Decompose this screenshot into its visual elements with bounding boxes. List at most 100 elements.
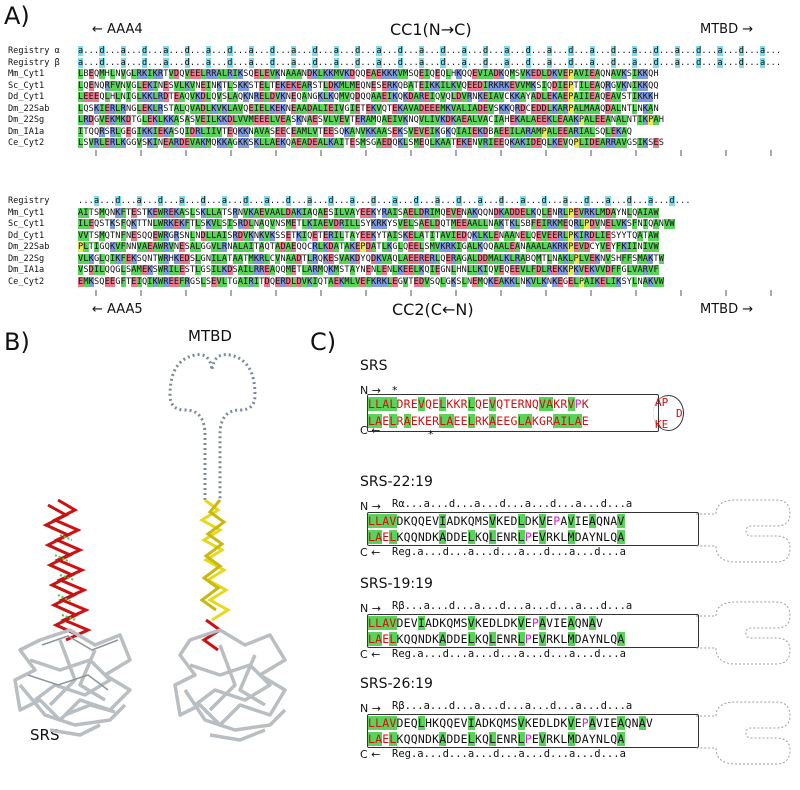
construct-top-seq: LLAVDEVIADKQMSVKEDLDKVEPAVIEAQNAV bbox=[368, 616, 604, 630]
tick-row-2 bbox=[95, 290, 772, 296]
construct-n-terminus: N → bbox=[360, 602, 381, 615]
construct-title: SRS-26:19 bbox=[360, 676, 433, 692]
srs-protein-right bbox=[173, 628, 287, 742]
aaa5-label: ← AAA5 bbox=[92, 302, 143, 317]
alignment-row: Dm_IA1a ITQQRSRLGEGIKKIEKASQIDRLIIVTEQKKN… bbox=[8, 126, 781, 139]
srs-loop-outline bbox=[653, 395, 684, 431]
helix-base-red bbox=[201, 618, 223, 652]
sequence-name: Registry bbox=[8, 196, 50, 206]
srs-top-seq: LLALDREVQELKKRLQEVQTERNQVAKRVPK bbox=[368, 397, 589, 411]
sequence-residues: LBEQMHLNVGLRKIKRTVDQVEELRRALRIKSQELEVKNA… bbox=[78, 69, 659, 79]
sequence-name: Dd_Cyt1 bbox=[8, 92, 45, 102]
mtbd-outline-icon bbox=[696, 601, 791, 665]
mtbd-outline-icon bbox=[696, 701, 791, 765]
alignment-row: Ce_Cyt2 LSVRLERLKGGVSKINEARDEVAKMQKKAGKKS… bbox=[8, 138, 781, 150]
sequence-name: Dm_22Sg bbox=[8, 253, 45, 264]
salt-bridges bbox=[54, 534, 77, 621]
n-label: N bbox=[360, 602, 369, 615]
construct-box bbox=[367, 714, 699, 748]
tick-row-1 bbox=[95, 150, 772, 156]
sequence-name: Dd_Cyt1 bbox=[8, 230, 45, 241]
aaa4-label: ← AAA4 bbox=[92, 22, 143, 37]
panel-a-label: A) bbox=[4, 2, 30, 30]
srs-bottom-seq: LAELRAEKERLAEELRKAEEGLAKGRAILAE bbox=[368, 414, 589, 428]
sequence-name: Registry α bbox=[8, 46, 60, 56]
sequence-residues: ...a...d...a...d...a...d...a...d...a...d… bbox=[78, 196, 691, 206]
construct-registry-bottom: Reg.a...d...a...d...a...d...a...d...a bbox=[392, 648, 626, 660]
sequence-name: Dm_22Sab bbox=[8, 242, 50, 252]
srs-loop-bottom: KE bbox=[655, 418, 669, 431]
construct-registry-bottom: Reg.a...d...a...d...a...d...a...d...a bbox=[392, 748, 626, 760]
alignment-row: Ce_Cyt2 EMKSQEEGFTEIQIKWREEFRGSLSEVLTGAIR… bbox=[8, 276, 691, 289]
sequence-name: Ce_Cyt2 bbox=[8, 138, 45, 148]
panel-c-label: C) bbox=[310, 328, 337, 356]
sequence-residues: a...d...a...d...a...d...a...d...a...d...… bbox=[78, 46, 782, 56]
mtbd-bottom-label: MTBD → bbox=[700, 302, 754, 317]
alignment-block-cc1: Registry α a...d...a...d...a...d...a...d.… bbox=[8, 46, 781, 150]
sequence-residues: LEEEQLHLNIGLKKLRDTEAQVKDLQVSLAQKNRELDVKN… bbox=[78, 92, 659, 102]
alignment-row: Dm_22Sab LQSKIERLRNGLEKLRSTALQVADLKVKLAVQ… bbox=[8, 103, 781, 116]
construct-title: SRS-19:19 bbox=[360, 576, 433, 592]
construct-c-terminus: C ← bbox=[360, 546, 381, 559]
mtbd-outline-icon bbox=[696, 499, 791, 563]
construct-bottom-seq: LAELKQQNDKADDELKQLENRLPEVRKLMDAYNLQA bbox=[368, 732, 625, 746]
srs-protein-left-shadow bbox=[27, 635, 119, 691]
panel-b-label: B) bbox=[4, 328, 30, 356]
construct-bottom-seq: LAELKQQNDKADDELKQLENRLPEVRKLMDAYNLQA bbox=[368, 632, 625, 646]
construct-top-seq: LLAVDEQLHKQQEVIADKQMSVKEDLDKVEPAVIEAQNAV bbox=[368, 716, 653, 730]
alignment-row: Registry α a...d...a...d...a...d...a...d.… bbox=[8, 46, 781, 58]
srs-title: SRS bbox=[360, 358, 388, 374]
srs-star-top: * bbox=[392, 384, 398, 397]
cc2-helix-right bbox=[199, 499, 227, 612]
construct-n-terminus: N → bbox=[360, 500, 381, 513]
construct-registry-top: Rα...a...d...a...d...a...d...a...d...a bbox=[392, 498, 633, 510]
alignment-block-cc2: Registry ...a...d...a...d...a...d...a...d… bbox=[8, 196, 691, 288]
sequence-name: Dm_22Sg bbox=[8, 115, 45, 125]
construct-title: SRS-22:19 bbox=[360, 474, 433, 490]
sequence-name: Mm_Cyt1 bbox=[8, 207, 45, 218]
construct-c-terminus: C ← bbox=[360, 748, 381, 761]
sequence-name: Dm_22Sab bbox=[8, 103, 50, 114]
sequence-name: Dm_IA1a bbox=[8, 265, 45, 275]
srs-n-terminus: N → bbox=[360, 384, 381, 397]
alignment-row: Sc_Cyt1 LQENQRFVNVGLEKINESVLKVNEINKTLSKKS… bbox=[8, 80, 781, 93]
mtbd-top-label: MTBD → bbox=[700, 22, 754, 37]
n-label: N bbox=[360, 500, 369, 513]
sequence-residues: ITQQRSRLGEGIKKIEKASQIDRLIIVTEQKKNAVASEEC… bbox=[78, 126, 633, 137]
construct-registry-top: Rβ...a...d...a...d...a...d...a...d...a bbox=[392, 600, 633, 612]
sequence-residues: LSVRLERLKGGVSKINEARDEVAKMQKKAGKKSKLLAEKQ… bbox=[78, 138, 665, 148]
srs-protein-left bbox=[13, 628, 132, 737]
sequence-name: Dm_IA1a bbox=[8, 126, 45, 137]
sequence-residues: VSDILQQGLSAMEKSWRILESTLGSILKDSAILRREAQQM… bbox=[78, 265, 659, 275]
cc1-helix-right bbox=[199, 498, 231, 622]
sequence-name: Sc_Cyt1 bbox=[8, 80, 45, 91]
sequence-residues: LQENQRFVNVGLEKINESVLKVNEINKTLSKKSTELTEKE… bbox=[78, 80, 659, 91]
cc2-label: CC2(C←N) bbox=[392, 300, 474, 319]
srs-loop-top: AP bbox=[655, 396, 669, 409]
c-label: C bbox=[360, 748, 368, 761]
cc1-label: CC1(N→C) bbox=[390, 20, 472, 39]
srs-loop-mid: D bbox=[676, 407, 683, 420]
construct-n-terminus: N → bbox=[360, 702, 381, 715]
alignment-row: Dd_Cyt1 LEEEQLHLNIGLKKLRDTEAQVKDLQVSLAQKN… bbox=[8, 92, 781, 104]
srs-star-bottom: * bbox=[428, 428, 434, 441]
sequence-name: Ce_Cyt2 bbox=[8, 276, 45, 287]
alignment-row: Dm_IA1a VSDILQQGLSAMEKSWRILESTLGSILKDSAIL… bbox=[8, 265, 691, 277]
cc2-helix-left bbox=[42, 503, 80, 637]
sequence-name: Sc_Cyt1 bbox=[8, 219, 45, 229]
sequence-residues: LQSKIERLRNGLEKLRSTALQVADLKVKLAVQEIELKEKN… bbox=[78, 103, 659, 114]
construct-registry-bottom: Reg.a...d...a...d...a...d...a...d...a bbox=[392, 546, 626, 558]
sequence-residues: EMKSQEEGFTEIQIKWREEFRGSLSEVLTGAIRITDQERD… bbox=[78, 276, 665, 287]
c-label: C bbox=[360, 546, 368, 559]
construct-c-terminus: C ← bbox=[360, 648, 381, 661]
mtbd-dotted-loop bbox=[168, 353, 257, 500]
c-label: C bbox=[360, 648, 368, 661]
construct-box bbox=[367, 614, 699, 648]
